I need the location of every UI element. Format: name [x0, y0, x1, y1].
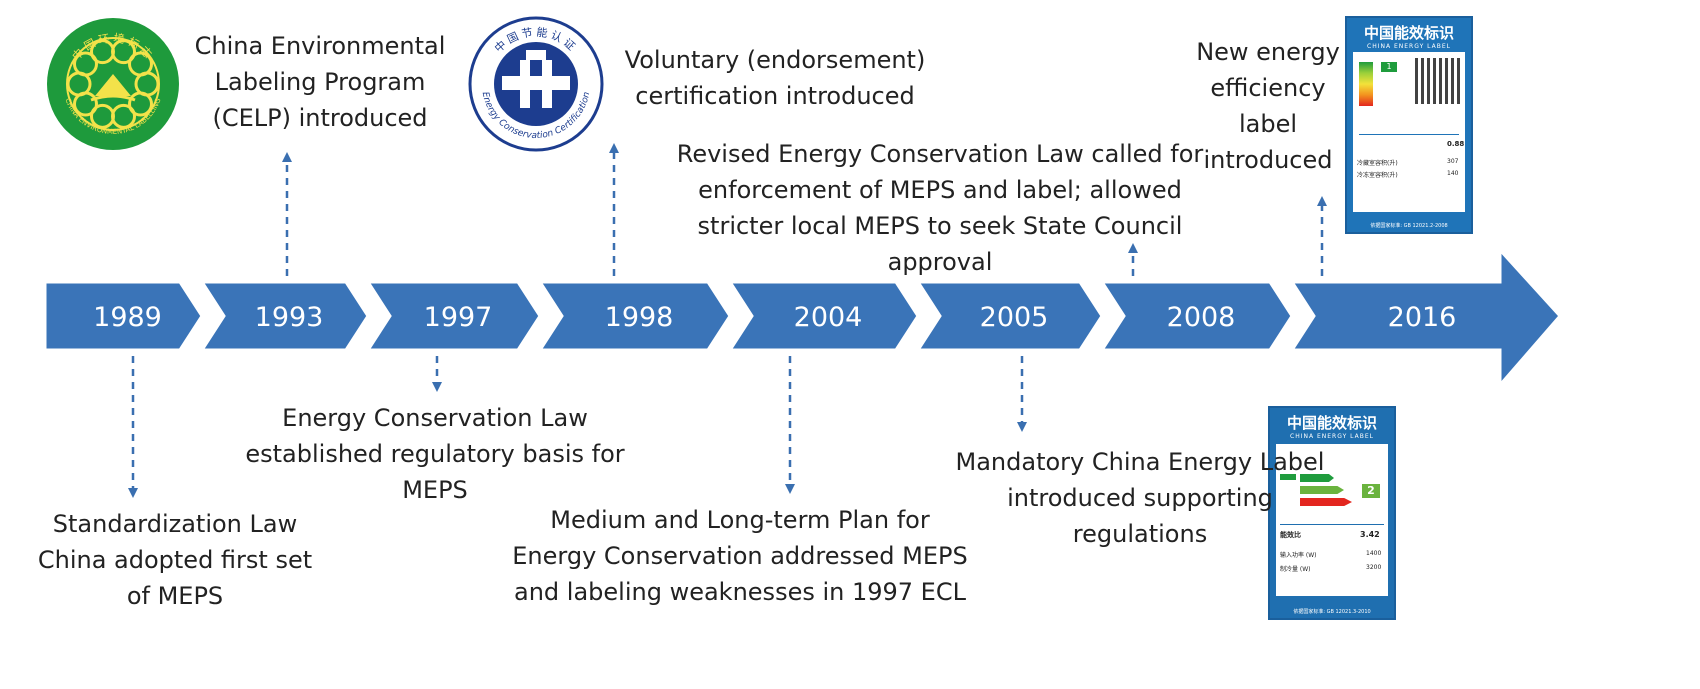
- timeline-chevron-1998: [537, 280, 732, 352]
- year-label-1998: 1998: [605, 302, 674, 333]
- event-2004: Medium and Long-term Plan for Energy Con…: [470, 502, 1010, 610]
- energy-label-2016-subtitle: CHINA ENERGY LABEL: [1367, 43, 1451, 50]
- event-1993: China Environmental Labeling Program (CE…: [175, 28, 465, 136]
- event-2016-line: introduced: [1203, 146, 1333, 174]
- event-1997: Energy Conservation Law established regu…: [235, 400, 635, 508]
- timeline-chevron-1993: [199, 280, 370, 352]
- event-2005-line: Mandatory China Energy Label: [955, 448, 1325, 476]
- event-1993-line: (CELP) introduced: [212, 104, 428, 132]
- event-1989: Standardization Law China adopted first …: [10, 506, 340, 614]
- event-2008-line: approval: [887, 248, 993, 276]
- energy-label-2016: 中国能效标识 CHINA ENERGY LABEL 1 0.88 冷藏室容积(升…: [1345, 16, 1473, 234]
- timeline-chevron-1989: [43, 280, 204, 352]
- timeline-chevron-1997: [365, 280, 542, 352]
- timeline-chevron-2008: [1099, 280, 1294, 352]
- event-1993-line: China Environmental: [194, 32, 446, 60]
- energy-grade-badge: 1: [1381, 62, 1397, 72]
- event-2004-line: and labeling weaknesses in 1997 ECL: [514, 578, 966, 606]
- connector-1997: [432, 356, 442, 392]
- event-2005-line: introduced supporting: [1007, 484, 1273, 512]
- celp-logo: 中国环境标志 CHINA ENVIRONMENTAL LABELLING: [45, 16, 181, 152]
- event-2008-line: stricter local MEPS to seek State Counci…: [697, 212, 1183, 240]
- qr-code-icon: [1415, 58, 1461, 104]
- energy-label-2005-title: 中国能效标识: [1286, 414, 1377, 432]
- event-1989-line: China adopted first set: [37, 546, 313, 574]
- event-2005-line: regulations: [1072, 520, 1208, 548]
- event-2008-line: enforcement of MEPS and label; allowed: [698, 176, 1182, 204]
- event-2005: Mandatory China Energy Label introduced …: [935, 444, 1345, 552]
- event-2004-line: Medium and Long-term Plan for: [550, 506, 930, 534]
- timeline-chevron-2016: [1289, 246, 1563, 390]
- year-label-1993: 1993: [255, 302, 324, 333]
- energy-grade-scale: [1359, 62, 1373, 106]
- year-label-1989: 1989: [93, 302, 162, 333]
- event-2016: New energy efficiency label introduced: [1190, 34, 1346, 178]
- energy-label-2016-row-value: 307: [1447, 158, 1459, 165]
- timeline-chevron-2005: [915, 280, 1104, 352]
- event-1989-line: of MEPS: [126, 582, 224, 610]
- year-label-2016: 2016: [1388, 302, 1457, 333]
- event-2008: Revised Energy Conservation Law called f…: [660, 136, 1220, 280]
- year-label-2008: 2008: [1167, 302, 1236, 333]
- connector-2016: [1317, 196, 1327, 276]
- connector-1998: [609, 143, 619, 276]
- connector-1989: [128, 356, 138, 498]
- energy-label-2005-row-value: 1400: [1366, 550, 1382, 557]
- energy-label-2016-value: 0.88: [1447, 140, 1465, 148]
- timeline-chevron-2004: [727, 280, 920, 352]
- event-1998-line: Voluntary (endorsement): [624, 46, 926, 74]
- connector-2008: [1128, 243, 1138, 276]
- energy-label-2005-row-value: 3200: [1366, 564, 1382, 571]
- connector-2005: [1017, 356, 1027, 432]
- event-1998-line: certification introduced: [635, 82, 915, 110]
- year-label-2005: 2005: [980, 302, 1049, 333]
- event-1989-line: Standardization Law: [52, 510, 298, 538]
- event-1997-line: established regulatory basis for: [245, 440, 625, 468]
- event-2016-line: label: [1238, 110, 1298, 138]
- energy-label-2005-footer: 依据国家标准: GB 12021.3-2010: [1293, 609, 1371, 615]
- event-1997-line: MEPS: [402, 476, 468, 504]
- energy-label-2005-subtitle: CHINA ENERGY LABEL: [1290, 433, 1374, 440]
- event-2004-line: Energy Conservation addressed MEPS: [512, 542, 968, 570]
- energy-label-2005-value-name: 能效比: [1280, 531, 1301, 539]
- event-1997-line: Energy Conservation Law: [282, 404, 588, 432]
- connector-2004: [785, 356, 795, 494]
- event-1998: Voluntary (endorsement) certification in…: [615, 42, 935, 114]
- energy-grade-badge: 2: [1362, 484, 1380, 498]
- year-label-1997: 1997: [424, 302, 493, 333]
- connector-1993: [282, 152, 292, 276]
- event-2016-line: New energy: [1196, 38, 1340, 66]
- energy-label-2016-row-name: 冷藏室容积(升): [1357, 160, 1398, 167]
- energy-label-2005: 中国能效标识 CHINA ENERGY LABEL 2 能效比 3.42 输入功…: [1268, 406, 1396, 620]
- energy-conservation-certification-logo: 中国节能认证 Energy Conservation Certification: [468, 16, 604, 152]
- event-1993-line: Labeling Program: [214, 68, 426, 96]
- energy-label-2005-row-name: 输入功率 (W): [1280, 552, 1317, 559]
- energy-label-2016-row-value: 140: [1447, 170, 1459, 177]
- event-2016-line: efficiency: [1210, 74, 1326, 102]
- energy-label-2016-footer: 依据国家标准: GB 12021.2-2008: [1370, 223, 1448, 229]
- energy-label-2005-row-name: 制冷量 (W): [1280, 566, 1311, 573]
- energy-label-2016-title: 中国能效标识: [1363, 24, 1454, 42]
- energy-label-2005-value: 3.42: [1360, 530, 1380, 539]
- year-label-2004: 2004: [794, 302, 863, 333]
- energy-label-2016-row-name: 冷冻室容积(升): [1357, 172, 1398, 179]
- event-2008-line: Revised Energy Conservation Law called f…: [676, 140, 1204, 168]
